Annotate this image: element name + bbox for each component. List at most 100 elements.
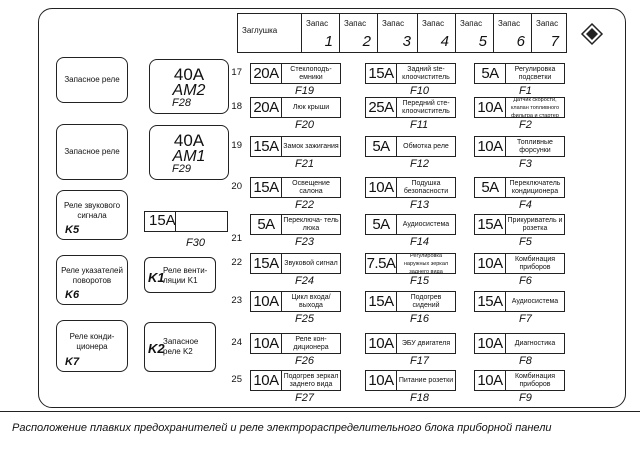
fuse-name: F2 — [519, 119, 532, 131]
fuse-name: F13 — [410, 199, 429, 211]
fuse-description: Освещение салона — [292, 179, 330, 195]
fuse-name: F10 — [410, 85, 429, 97]
row-number: 23 — [231, 295, 242, 306]
fuse-name: F17 — [410, 355, 429, 367]
fuse-description: Регулировка подсветки — [514, 65, 556, 81]
fuse-name: F6 — [519, 275, 532, 287]
fuse-amperage: 7.5A — [366, 254, 397, 273]
fuse-amperage: 10A — [475, 98, 506, 117]
fuse-name: F15 — [410, 275, 429, 287]
fuse-amperage: 15A — [251, 137, 282, 156]
brand-logo-icon — [580, 22, 604, 46]
fuse-box-f17: 10A ЭБУ двигателя — [365, 333, 456, 354]
fuse-f30-name: F30 — [186, 237, 205, 249]
plug-label: Заглушка — [242, 26, 278, 35]
row-number: 22 — [231, 257, 242, 268]
fuse-name: F27 — [295, 392, 314, 404]
fuse-name: F4 — [519, 199, 532, 211]
fuse-description: Звуковой сигнал — [284, 259, 338, 267]
fuse-box-f10: 15A Задний ste- клоочиститель — [365, 63, 456, 84]
fuse-name: F7 — [519, 313, 532, 325]
fuse-amperage: 10A — [366, 371, 397, 390]
fuse-amperage: 10A — [251, 292, 282, 311]
fuse-amperage: 5A — [366, 215, 397, 234]
fuse-amperage: 10A — [366, 178, 397, 197]
fuse-description: Цикл входа/ выхода — [291, 293, 331, 309]
figure-caption: Расположение плавких предохранителей и р… — [0, 411, 640, 451]
fuse-description: Обмотка реле — [403, 142, 449, 150]
row-number: 18 — [231, 101, 242, 112]
fuse-amperage: 20A — [251, 64, 282, 83]
row-number: 17 — [231, 67, 242, 78]
fuse-amperage: 15A — [251, 178, 282, 197]
fuse-amperage: 5A — [475, 64, 506, 83]
fuse-name: F21 — [295, 158, 314, 170]
fuse-description: Прикуриватель и розетка — [507, 216, 563, 232]
big-fuse-f29: 40A AM1 F29 — [149, 125, 229, 180]
fuse-description: Замок зажигания — [283, 142, 339, 150]
plug-cell: Заглушка — [238, 14, 302, 52]
fuse-box-f16: 15A Подогрев сидений — [365, 291, 456, 312]
fuse-box-f22: 15A Освещение салона — [250, 177, 341, 198]
fuse-amperage: 15A — [366, 292, 397, 311]
fuse-name: F8 — [519, 355, 532, 367]
fuse-name: F9 — [519, 392, 532, 404]
fuse-description: Регулировка наружных зеркал заднего вида — [403, 252, 449, 275]
spare-relay-2: Запасное реле — [56, 124, 128, 180]
fuse-description: Задний ste- клоочиститель — [402, 65, 450, 81]
fuse-description: Подогрев зеркал заднего вида — [283, 372, 339, 388]
fuse-description: Аудиосистема — [511, 297, 559, 305]
fuse-description: Стеклоподъ- емники — [290, 65, 332, 81]
fuse-amperage: 10A — [475, 254, 506, 273]
fuse-amperage: 15A — [251, 254, 282, 273]
fuse-block-outline — [38, 8, 626, 408]
fuse-box-f12: 5A Обмотка реле — [365, 136, 456, 157]
fuse-description: Комбинация приборов — [514, 372, 556, 388]
fuse-name: F24 — [295, 275, 314, 287]
row-number: 24 — [231, 337, 242, 348]
fuse-description: Люк крыши — [292, 103, 330, 111]
fuse-amperage: 10A — [475, 334, 506, 353]
fuse-amperage: 25A — [366, 98, 397, 117]
fuse-name: F26 — [295, 355, 314, 367]
fuse-name: F18 — [410, 392, 429, 404]
fuse-name: F14 — [410, 236, 429, 248]
fuse-name: F19 — [295, 85, 314, 97]
fuse-amperage: 15A — [366, 64, 397, 83]
row-number: 25 — [231, 374, 242, 385]
fuse-description: Реле кон- диционера — [293, 335, 329, 351]
fuse-amperage: 10A — [366, 334, 397, 353]
fuse-name: F5 — [519, 236, 532, 248]
fuse-description: Подогрев сидений — [410, 293, 442, 309]
fuse-box-f1: 5A Регулировка подсветки — [474, 63, 565, 84]
fuse-description: Питание розетки — [398, 376, 454, 384]
fuse-description: Топливные форсунки — [517, 138, 553, 154]
fuse-amperage: 5A — [366, 137, 397, 156]
fuse-description: ЭБУ двигателя — [401, 339, 451, 347]
fuse-box-f15: 7.5A Регулировка наружных зеркал заднего … — [365, 252, 456, 275]
fuse-f30: 15A — [144, 211, 228, 232]
